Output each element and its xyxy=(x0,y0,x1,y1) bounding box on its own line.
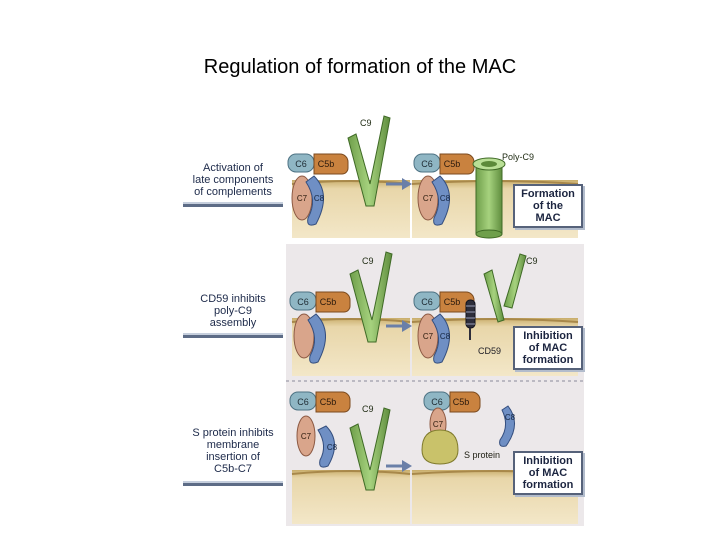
row-2-result-line: of MAC xyxy=(528,342,568,354)
row-3-label-line: insertion of xyxy=(206,451,260,463)
cd59-label: CD59 xyxy=(478,346,501,356)
c9-component xyxy=(483,269,505,323)
c9-label: C9 xyxy=(362,404,374,414)
diagram-panels: C6 C5b C7 C8 C9 C6 C5b C7 C8 Poly-C9 C6 … xyxy=(286,114,584,526)
row-3-label-line: membrane xyxy=(206,439,260,451)
c9-label: C9 xyxy=(526,256,538,266)
row-3-result-line: of MAC xyxy=(528,467,568,479)
c8-label: C8 xyxy=(440,332,451,341)
c5b-component xyxy=(313,153,349,175)
c7-label: C7 xyxy=(301,432,312,441)
row-3-label-line: S protein inhibits xyxy=(192,427,274,439)
c8-label: C8 xyxy=(314,194,325,203)
row-2-label-line: poly-C9 xyxy=(214,305,252,317)
c9-label: C9 xyxy=(362,256,374,266)
membrane-line xyxy=(291,470,411,475)
row-1-result-line: MAC xyxy=(535,212,561,224)
c7-label: C7 xyxy=(423,332,434,341)
row-2-label-line: CD59 inhibits xyxy=(200,293,266,305)
c9-component xyxy=(349,407,391,491)
c5b-component xyxy=(315,391,351,413)
arrow-head xyxy=(402,320,412,332)
c5b-component xyxy=(449,391,481,413)
c5b-component xyxy=(315,291,351,313)
row-2-label-line: assembly xyxy=(209,317,257,329)
membrane xyxy=(292,470,410,524)
c8-component xyxy=(305,175,324,226)
c5b-label: C5b xyxy=(320,397,337,407)
cd59-coil xyxy=(466,305,475,325)
c9-component xyxy=(503,253,527,309)
row-3-result: Inhibition of MAC formation xyxy=(513,451,583,495)
c9-label: C9 xyxy=(360,118,372,128)
c9-component xyxy=(349,251,393,343)
poly-c9-component xyxy=(475,163,503,235)
c5b-label: C5b xyxy=(444,297,461,307)
row-1-label-line: late components xyxy=(192,174,274,186)
c9-component xyxy=(347,115,391,207)
c6-label: C6 xyxy=(297,397,309,407)
row-2-result-line: Inhibition xyxy=(523,330,573,342)
c8-label: C8 xyxy=(440,194,451,203)
arrow-head xyxy=(402,178,412,190)
c5b-label: C5b xyxy=(453,397,470,407)
c5b-label: C5b xyxy=(318,159,335,169)
row-3-result-line: Inhibition xyxy=(523,455,573,467)
c8-component xyxy=(499,405,515,447)
page-title: Regulation of formation of the MAC xyxy=(203,56,517,78)
row-2-label: CD59 inhibits poly-C9 assembly xyxy=(183,293,283,338)
row-2-result: Inhibition of MAC formation xyxy=(513,326,583,370)
row-1-result-line: of the xyxy=(533,200,563,212)
arrow-head xyxy=(402,460,412,472)
row-3-result-line: formation xyxy=(522,479,574,491)
c8-label: C8 xyxy=(327,443,338,452)
row-1-result-line: Formation xyxy=(521,188,575,200)
c6-label: C6 xyxy=(297,297,309,307)
c8-component xyxy=(307,313,326,364)
poly-c9-label: Poly-C9 xyxy=(502,152,534,162)
row-1-label-line: Activation of xyxy=(203,162,263,174)
c6-label: C6 xyxy=(295,159,307,169)
c8-component xyxy=(431,313,450,364)
row-3-label: S protein inhibits membrane insertion of… xyxy=(183,427,283,486)
poly-c9-bottom xyxy=(475,229,503,239)
s-protein-component xyxy=(421,429,459,465)
poly-c9-pore xyxy=(481,161,497,167)
c8-component xyxy=(317,425,335,468)
c5b-label: C5b xyxy=(320,297,337,307)
c6-label: C6 xyxy=(421,159,433,169)
row-2-result-line: formation xyxy=(522,354,574,366)
c7-component xyxy=(296,415,316,457)
c6-label: C6 xyxy=(421,297,433,307)
row-1-result: Formation of the MAC xyxy=(513,184,583,228)
c8-label: C8 xyxy=(505,413,516,422)
c7-label: C7 xyxy=(433,420,444,429)
c7-label: C7 xyxy=(297,194,308,203)
row-1-label-line: of complements xyxy=(194,186,272,198)
row-1-label: Activation of late components of complem… xyxy=(183,162,283,207)
c5b-label: C5b xyxy=(444,159,461,169)
c7-label: C7 xyxy=(423,194,434,203)
s-protein-label: S protein xyxy=(464,450,500,460)
row-3-label-line: C5b-C7 xyxy=(214,463,252,475)
c8-component xyxy=(431,175,450,226)
c6-label: C6 xyxy=(431,397,443,407)
